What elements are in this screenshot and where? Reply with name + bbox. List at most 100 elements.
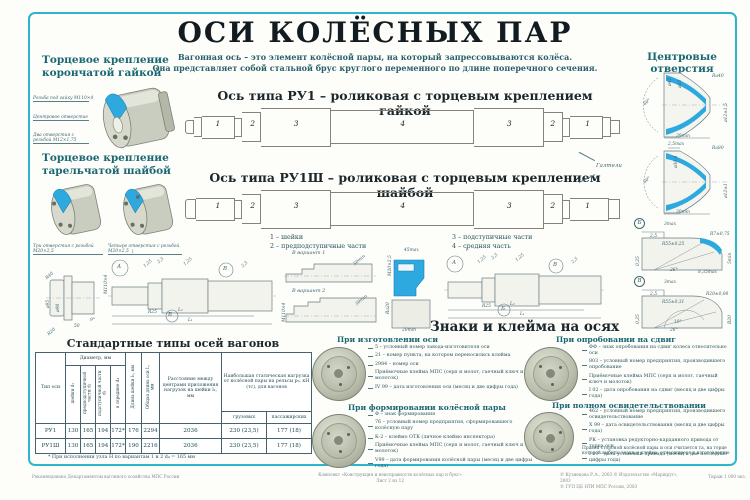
half-axle-drawing-ru1: А М110×4 l 1,25 2,5 1,25 R25 Б В 2,5 L₂ … [104,250,280,330]
variant1-label: В вариант 1 [292,250,326,256]
stamp-item: 803 – условный номер предприятия, произв… [582,359,732,371]
cell-d1: 130 [65,423,81,439]
circle-mark-v: В [223,266,228,272]
stamps-heading: Знаки и клейма на осях [430,319,620,335]
footer-center-line2: Лист 2 из 12 [375,477,404,483]
zone-number: 2 [250,119,256,128]
stamp-item: Приёмочные клейма МПС (серп и молот, гае… [368,443,534,455]
dim-label: Ra80 [712,146,724,151]
groove-detail-b: Б 3max 2,5 R55±0,25 R7±0,75 5min 26° 8,3… [634,218,736,276]
axle-segment [563,117,570,137]
section-a-detail: М20×2,5 45max Ra20 20min [386,248,436,333]
zone-number: 2 [550,201,556,210]
cell-type: РУ1 [35,423,66,439]
detail-letter: В [634,276,645,287]
dim-label: 3max [664,280,677,285]
axle-segment [202,115,235,139]
stamp-item: I 01 – дата установки привода (месяц и д… [582,452,732,464]
nut-fastening-heading: Торцевое крепление корончатой гайкой [42,54,169,80]
footer-tirazh: Тираж 1 000 экз. [708,474,746,479]
variant-drawings: В вариант 1 30min В вариант 2 М110×4 30m… [282,250,382,336]
cell-d1: 130 [65,438,81,454]
dim-label: 2,5 [650,292,657,297]
table-footnote: * При исполнении узла Н по вариантам 1 и… [48,455,195,460]
dim-label: R7±0,75 [710,232,730,237]
zone-number: 1 [215,201,221,210]
axle-end-photo [312,347,366,401]
stamp-item: Ф – знак формирования [368,412,534,418]
cell-d2: 165 [80,438,96,454]
table-row: РУ1Ш 130 165 194 172* 190 2216 2036 230 … [35,438,313,454]
thread-label: М110×4 [104,274,109,294]
zone-number: 3 [293,201,299,210]
axle-segment [235,199,242,219]
axle-segment [609,199,620,219]
cell-d3: 194 [95,423,111,439]
washer-image-three-holes [51,184,102,235]
col-header-d2: предподступичной части d₂ [80,365,96,424]
stamp-item: Приёмочные клейма МПС (серп и молот, гае… [582,374,732,386]
cell-l2: 2036 [159,423,223,439]
axle-end-photo [524,347,578,401]
col-header-total-length: Общая длина оси L, мм [141,352,161,424]
table-title: Стандартные типы осей вагонов [66,337,280,350]
col-header-d1: шейки d₁ [65,365,81,424]
stamps-items: ФФ – знак опробования на сдвиг колеса от… [582,345,732,403]
dim-label: 2,5 [650,234,657,239]
subtitle-line-2: Она представляет собой стальной брус кру… [152,62,598,73]
dim-label: 0,25 [636,256,641,266]
zone-number: 3 [293,119,299,128]
stamp-item: 2984 – номер оси [368,362,534,368]
axle-end-photo [524,412,574,462]
zone-number: 4 [400,119,406,128]
dim-label: 45max [404,248,419,253]
col-group-diameter: Диаметр, мм [64,352,127,366]
axle-segment [261,189,331,229]
dim-label: М110×4 [282,302,287,322]
cell-d4: 172* [109,423,127,439]
legend-item: 4 – средняя часть [452,242,511,250]
dim-label: R55±0,25 [662,242,685,247]
col-header-type: Тип оси [35,352,66,424]
cell-d4: 172* [109,438,127,454]
zone-number: 3 [506,201,512,210]
stamp-item: 76 – условный номер предприятия, сформир… [368,420,534,432]
cell-d2: 165 [80,423,96,439]
zone-number: 1 [585,119,590,128]
axle-segment [569,115,603,139]
nut-profile-drawing: R40 ø95 ø98 50 9° R20 [44,262,102,337]
stamps-section-title: При полном освидетельствовании [552,401,706,410]
table-row: РУ1 130 165 194 172* 176 2294 2036 230 (… [35,423,313,439]
axle-segment [474,189,544,229]
dim-label: ø12±1 [724,183,729,198]
half-axle-drawing-ru1sh: А l 1,25 2,5 1,25 R25 Б В 2,5 L₂ L₁ [440,248,608,322]
col-header-cargo: грузовых [221,411,268,424]
cell-cargo: 230 (23,5) [221,438,268,454]
stamp-item: 462 – условный номер предприятия, произв… [582,409,732,421]
zone-number: 1 [585,201,590,210]
dim-label: R20±0,08 [706,292,729,297]
zone-number: 1 [215,119,221,128]
dim-label: 2,5max [668,142,685,147]
stamps-items: 462 – условный номер предприятия, произв… [582,409,732,467]
ru1sh-heading: Ось типа РУ1Ш – роликовая с торцевым кре… [209,170,601,200]
stamp-item: 5 – условный номер завода-изготовителя о… [368,345,534,351]
dim-label: Ra40 [712,74,724,79]
axle-segment [563,199,570,219]
axle-segment [330,110,475,144]
zone-number: 4 [400,201,406,210]
dim-label: L₁ [520,312,525,317]
axle-segment [193,117,203,137]
cell-l1: 176 [125,423,143,439]
legend-item: 1 – шейки [270,234,304,241]
axle-segment [602,117,612,137]
footer-center: Комплект «Конструкция и неисправности ко… [280,472,500,484]
dim-label: R25 [148,310,157,315]
circle-mark-a: А [117,264,122,270]
dim-label: 26° [670,268,678,273]
zone-number: 2 [250,201,256,210]
footer-right-line2: © ГУП ЦБ НТИ МПС России, 2003 [560,483,638,489]
cell-pass: 177 (18) [266,423,313,439]
axle-end-photo [312,414,366,468]
